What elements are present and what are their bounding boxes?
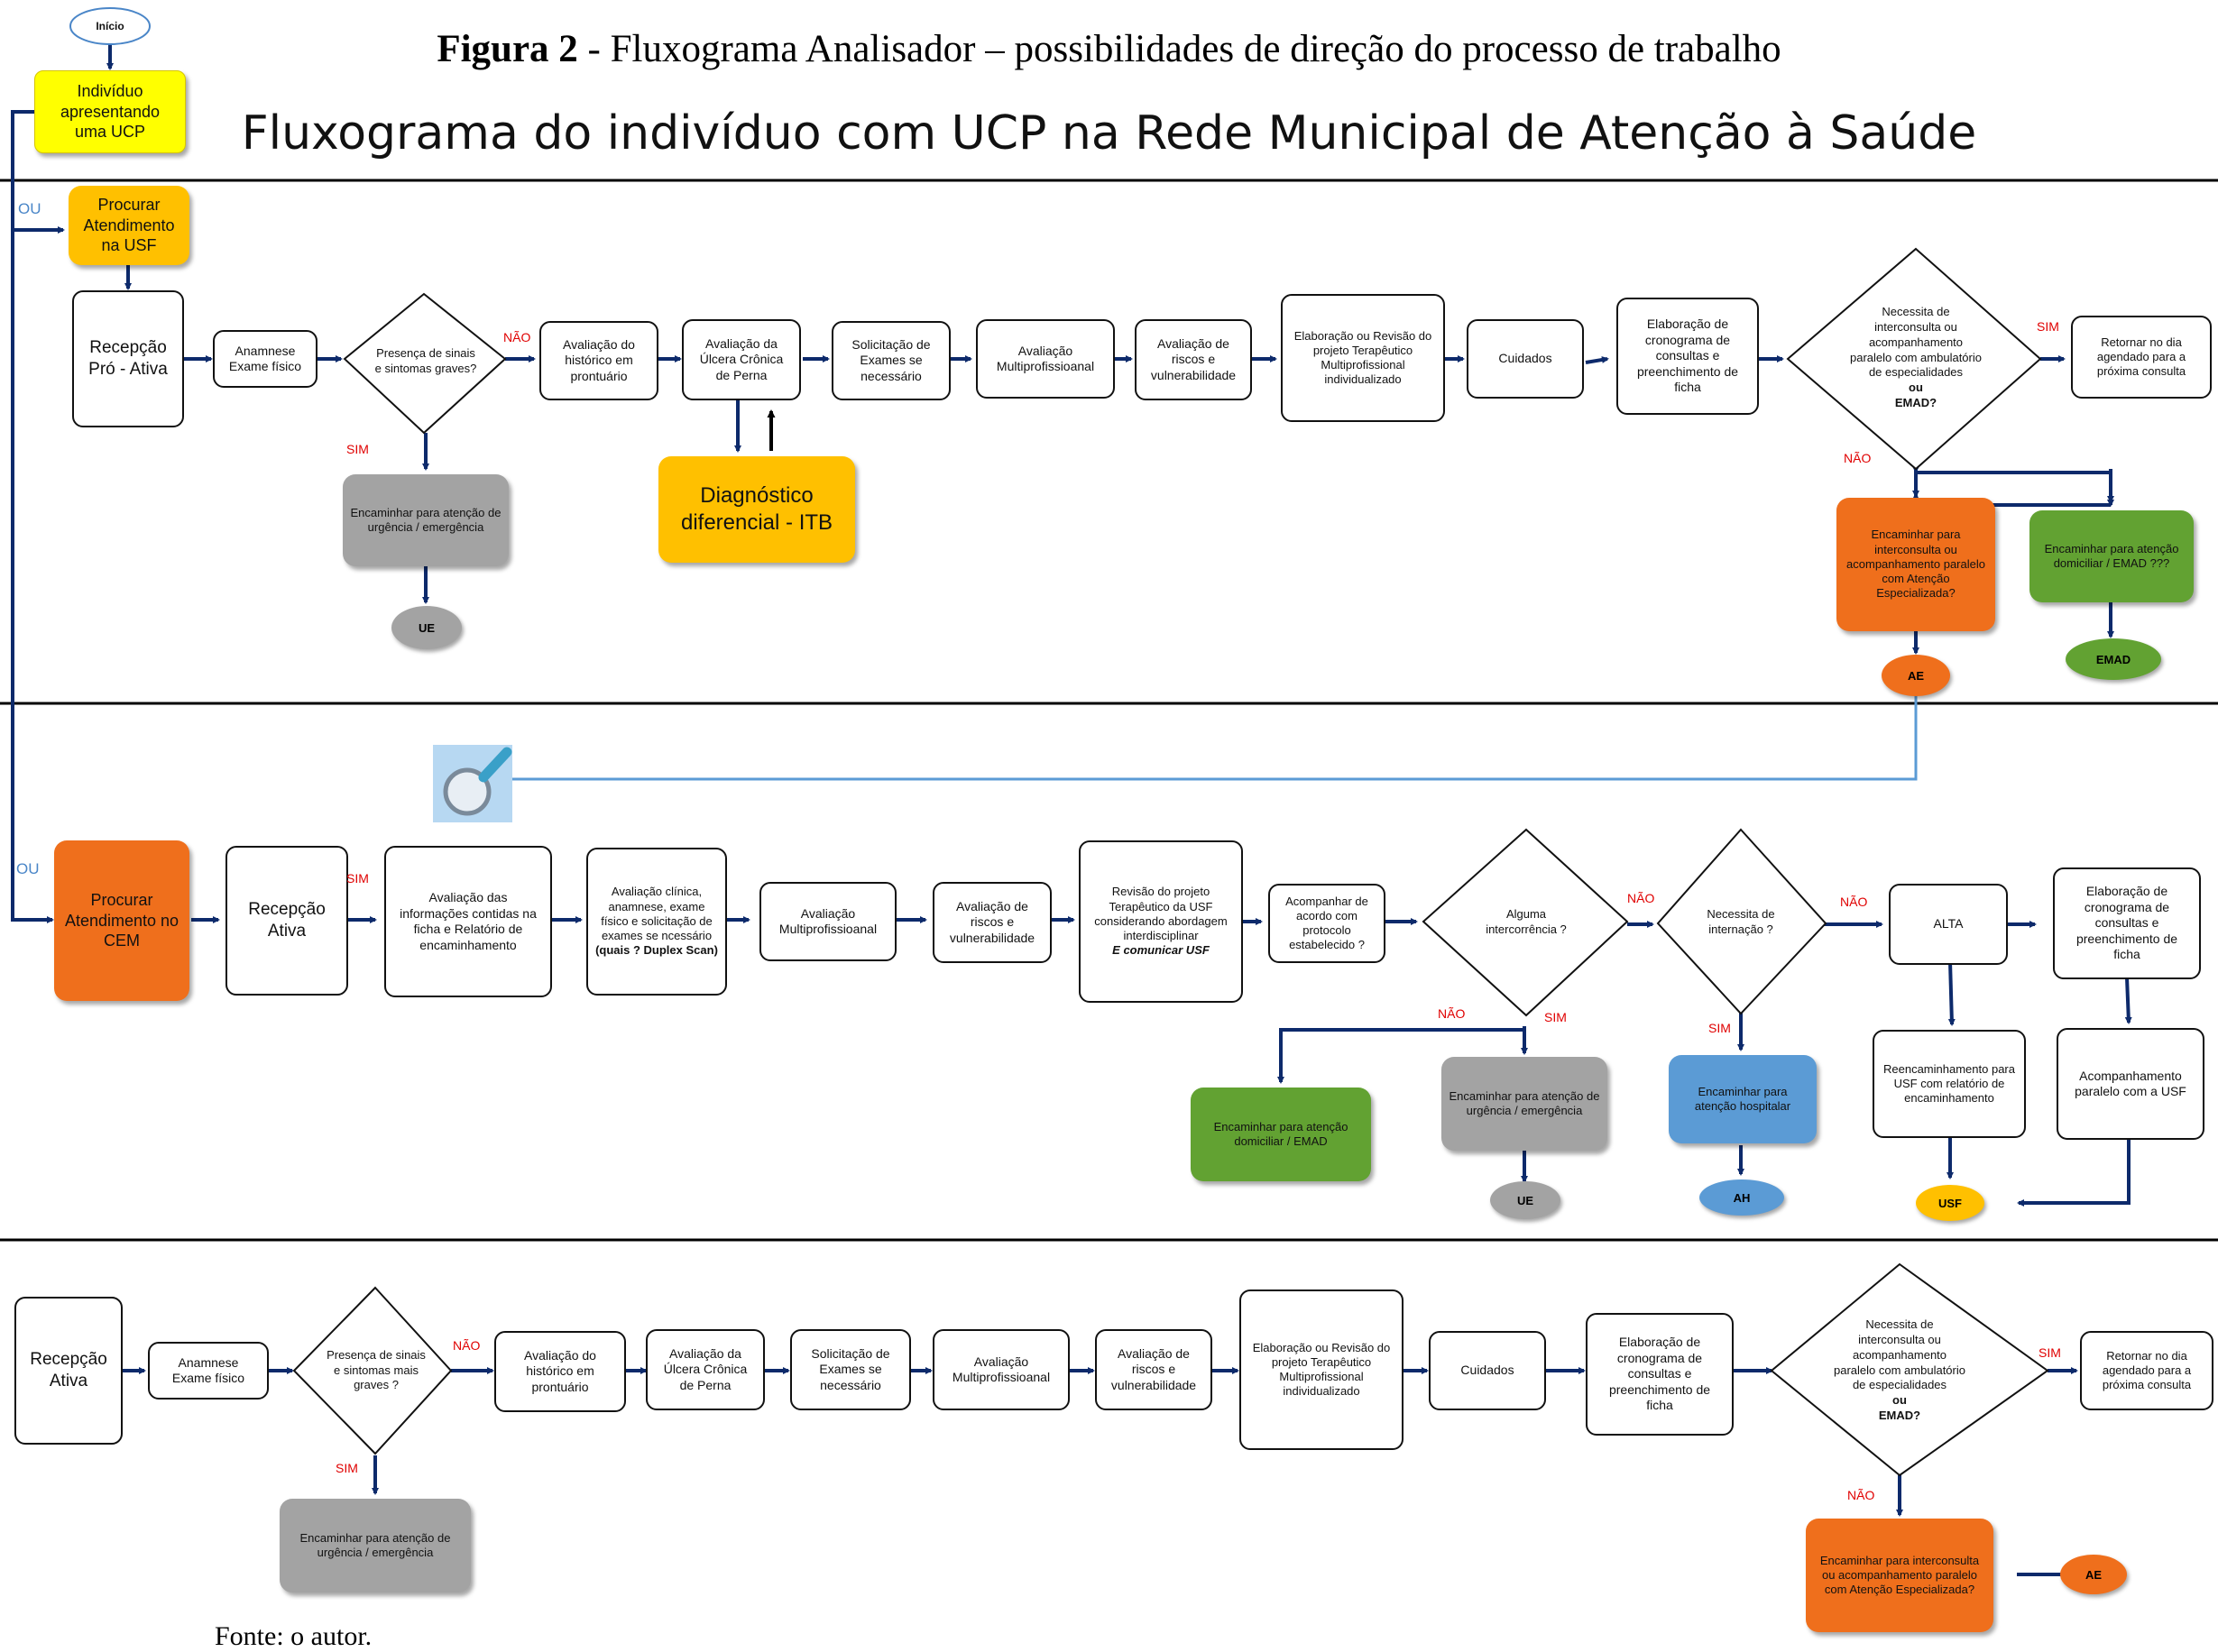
necessita-emad: EMAD? <box>1894 396 1937 410</box>
figure-caption-text: - Fluxograma Analisador – possibilidades… <box>577 28 1781 70</box>
projeto-node: Elaboração ou Revisão do projeto Terapêu… <box>1281 294 1445 422</box>
internacao-decision: Necessita de internação ? <box>1707 907 1775 936</box>
ue-terminal-2: UE <box>1490 1181 1560 1219</box>
nao-label: NÃO <box>1627 891 1655 905</box>
start-ellipse <box>69 7 151 45</box>
sim-label: SIM <box>2039 1345 2061 1360</box>
nao-label: NÃO <box>1438 1006 1466 1021</box>
presenca-decision: Presença de sinais e sintomas graves? <box>374 346 477 375</box>
emad-terminal: EMAD <box>2066 638 2161 680</box>
multi-node-3: Avaliação Multiprofissioanal <box>933 1329 1070 1410</box>
hospitalar-node: Encaminhar para atenção hospitalar <box>1669 1055 1817 1143</box>
nao-label: NÃO <box>1844 451 1872 465</box>
acompanhamento-node: Acompanhamento paralelo com a USF <box>2057 1028 2204 1140</box>
ae-terminal: AE <box>1882 655 1950 696</box>
ah-terminal: AH <box>1699 1179 1784 1216</box>
ulcera-node-3: Avaliação da Úlcera Crônica de Perna <box>646 1329 765 1410</box>
sim-label: SIM <box>1544 1010 1567 1024</box>
arrows <box>11 43 2132 1578</box>
urgencia-node: Encaminhar para atenção de urgência / em… <box>343 474 509 566</box>
sim-label: SIM <box>336 1461 358 1475</box>
interconsulta-node-3: Encaminhar para interconsulta ou acompan… <box>1806 1519 1993 1632</box>
historico-node-3: Avaliação do histórico em prontuário <box>494 1331 626 1412</box>
informacoes-node: Avaliação das informações contidas na fi… <box>384 846 552 997</box>
intercorrencia-decision: Alguma intercorrência ? <box>1486 907 1567 936</box>
ulcera-node: Avaliação da Úlcera Crônica de Perna <box>682 319 801 400</box>
alta-node: ALTA <box>1889 884 2008 965</box>
sim-label: SIM <box>346 871 369 886</box>
cuidados-node: Cuidados <box>1467 319 1584 399</box>
sim-label: SIM <box>346 442 369 456</box>
anamnese-node-3: Anamnese Exame físico <box>148 1342 269 1400</box>
recepcao-pro-ativa-node: Recepção Pró - Ativa <box>72 290 184 427</box>
exames-node: Solicitação de Exames se necessário <box>832 321 951 400</box>
riscos-node: Avaliação de riscos e vulnerabilidade <box>1135 319 1252 400</box>
cuidados-node-3: Cuidados <box>1429 1331 1546 1410</box>
start-node: Início <box>96 19 124 32</box>
riscos-node-2: Avaliação de riscos e vulnerabilidade <box>933 882 1052 963</box>
sim-label: SIM <box>1708 1021 1731 1035</box>
necessita-text: Necessita de interconsulta ou acompanham… <box>1850 304 1982 380</box>
anamnese-node: Anamnese Exame físico <box>213 330 318 388</box>
usf-terminal: USF <box>1916 1185 1984 1221</box>
urgencia-node-2: Encaminhar para atenção de urgência / em… <box>1441 1057 1607 1151</box>
individuo-node: Indivíduo apresentando uma UCP <box>34 70 186 153</box>
clinica-node: Avaliação clínica, anamnese, exame físic… <box>586 848 727 996</box>
figure-label: Figura 2 <box>437 28 578 70</box>
revisao-bold: E comunicar USF <box>1112 943 1210 958</box>
necessita-emad-3: EMAD? <box>1878 1409 1921 1423</box>
cronograma-node: Elaboração de cronograma de consultas e … <box>1616 298 1759 415</box>
necessita-text-3: Necessita de interconsulta ou acompanham… <box>1834 1317 1965 1392</box>
link-line <box>512 694 1918 781</box>
presenca-decision-3: Presença de sinais e sintomas mais grave… <box>327 1347 426 1392</box>
ae-terminal-3: AE <box>2060 1555 2127 1594</box>
acompanhar-node: Acompanhar de acordo com protocolo estab… <box>1268 884 1385 963</box>
procurar-usf-node: Procurar Atendimento na USF <box>69 186 189 265</box>
diagram-title: Fluxograma do indivíduo com UCP na Rede … <box>241 106 1977 161</box>
ou-label-1: OU <box>18 200 41 217</box>
multi-node-2: Avaliação Multiprofissioanal <box>759 882 897 961</box>
cronograma-node-3: Elaboração de cronograma de consultas e … <box>1586 1313 1734 1436</box>
cronograma-node-2: Elaboração de cronograma de consultas e … <box>2053 867 2201 979</box>
multi-node: Avaliação Multiprofissioanal <box>976 319 1115 399</box>
projeto-node-3: Elaboração ou Revisão do projeto Terapêu… <box>1239 1289 1404 1450</box>
necessita-decision-3: Necessita de interconsulta ou acompanham… <box>1831 1309 1968 1432</box>
historico-node: Avaliação do histórico em prontuário <box>539 321 658 400</box>
nao-label: NÃO <box>1847 1488 1875 1502</box>
clinica-text: Avaliação clínica, anamnese, exame físic… <box>601 885 713 943</box>
nao-label: NÃO <box>503 330 531 344</box>
lane-separators <box>0 179 2218 1242</box>
domiciliar-node: Encaminhar para atenção domiciliar / EMA… <box>2029 510 2194 602</box>
nao-label: NÃO <box>1840 895 1868 909</box>
domiciliar-node-2: Encaminhar para atenção domiciliar / EMA… <box>1191 1088 1371 1181</box>
reencaminhamento-node: Reencaminhamento para USF com relatório … <box>1873 1030 2026 1138</box>
riscos-node-3: Avaliação de riscos e vulnerabilidade <box>1095 1329 1212 1410</box>
search-icon <box>433 745 512 822</box>
figure-caption: Figura 2 - Fluxograma Analisador – possi… <box>0 27 2218 71</box>
source-note: Fonte: o autor. <box>215 1621 373 1651</box>
nao-label: NÃO <box>453 1338 481 1353</box>
retornar-node-3: Retornar no dia agendado para a próxima … <box>2080 1331 2213 1410</box>
diamonds <box>292 247 2049 1477</box>
urgencia-node-3: Encaminhar para atenção de urgência / em… <box>280 1499 471 1592</box>
recepcao-ativa-node-3: Recepção Ativa <box>14 1297 123 1445</box>
ue-terminal: UE <box>391 606 462 649</box>
revisao-node: Revisão do projeto Terapêutico da USF co… <box>1079 840 1243 1003</box>
necessita-ou-3: ou <box>1892 1393 1907 1408</box>
ou-label-2: OU <box>16 860 40 877</box>
sim-label: SIM <box>2037 319 2059 334</box>
necessita-decision: Necessita de interconsulta ou acompanham… <box>1847 294 1984 422</box>
exames-node-3: Solicitação de Exames se necessário <box>790 1329 911 1410</box>
diagnostico-node: Diagnóstico diferencial - ITB <box>658 456 855 563</box>
interconsulta-node: Encaminhar para interconsulta ou acompan… <box>1836 498 1995 631</box>
procurar-cem-node: Procurar Atendimento no CEM <box>54 840 189 1001</box>
necessita-ou: ou <box>1909 381 1923 395</box>
clinica-bold: (quais ? Duplex Scan) <box>595 943 718 958</box>
revisao-text: Revisão do projeto Terapêutico da USF co… <box>1094 885 1228 943</box>
recepcao-ativa-node: Recepção Ativa <box>225 846 348 996</box>
retornar-node: Retornar no dia agendado para a próxima … <box>2071 316 2212 399</box>
